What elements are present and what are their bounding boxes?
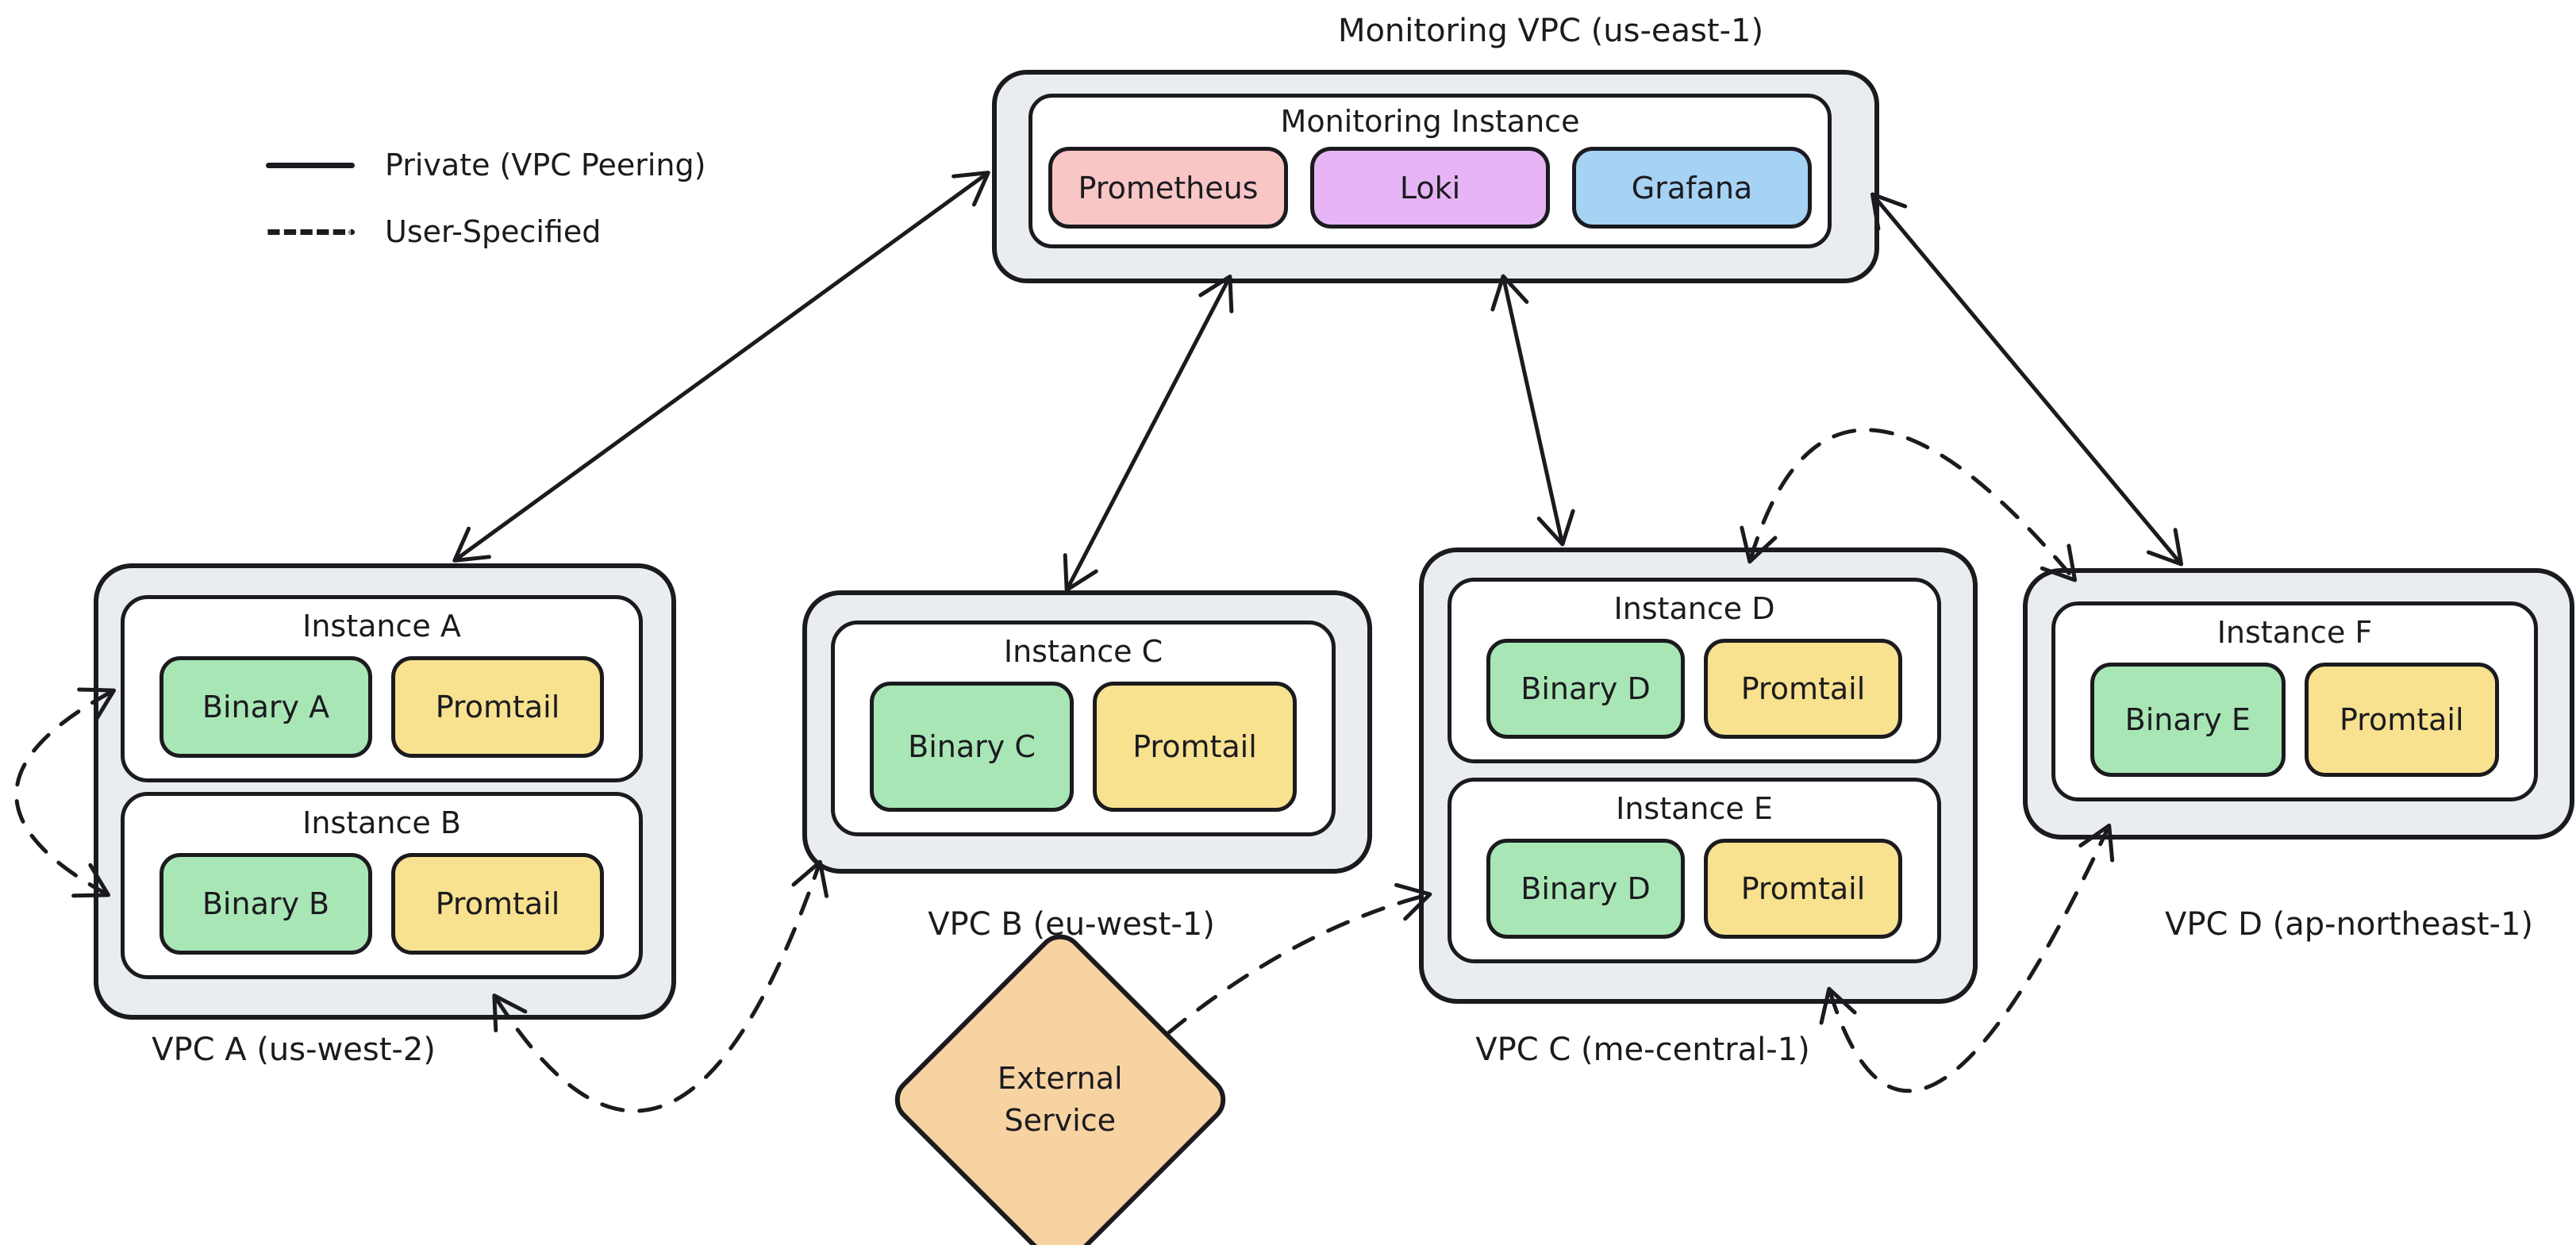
chip-binary-d: Binary D (1486, 639, 1685, 739)
chip-promtail: Promtail (1093, 682, 1297, 812)
service-chip-prometheus: Prometheus (1048, 147, 1288, 229)
instance-e-components: Binary D Promtail (1451, 826, 1937, 959)
monitoring-vpc-label: Monitoring VPC (us-east-1) (1337, 13, 1764, 49)
external-service: External Service (885, 924, 1236, 1245)
service-chip-grafana: Grafana (1572, 147, 1812, 229)
chip-binary-a: Binary A (160, 656, 372, 758)
vpc-c: Instance D Binary D Promtail Instance E … (1419, 548, 1978, 1004)
instance-f-title: Instance F (2217, 615, 2373, 650)
external-service-label: External Service (998, 1058, 1123, 1142)
instance-b-components: Binary B Promtail (125, 840, 639, 975)
legend-item-user-specified: User-Specified (266, 214, 706, 249)
chip-binary-d: Binary D (1486, 839, 1685, 939)
instance-e: Instance E Binary D Promtail (1448, 778, 1941, 963)
chip-binary-c: Binary C (870, 682, 1074, 812)
chip-binary-e: Binary E (2090, 663, 2286, 777)
monitoring-instance: Monitoring Instance Prometheus Loki Graf… (1028, 94, 1832, 248)
instance-d: Instance D Binary D Promtail (1448, 578, 1941, 763)
instance-c-components: Binary C Promtail (835, 669, 1332, 832)
instance-a-title: Instance A (302, 609, 461, 644)
vpc-d-label: VPC D (ap-northeast-1) (2164, 906, 2534, 943)
external-service-line1: External (998, 1060, 1123, 1096)
instance-a-components: Binary A Promtail (125, 644, 639, 778)
dashed-line-icon (266, 229, 355, 235)
monitoring-services-row: Prometheus Loki Grafana (1032, 139, 1828, 244)
connection-monitoring-instance-to-vpc-d (1870, 192, 2184, 567)
chip-promtail: Promtail (2304, 663, 2499, 777)
vpc-a: Instance A Binary A Promtail Instance B … (94, 563, 676, 1020)
instance-c-title: Instance C (1003, 634, 1163, 669)
legend: Private (VPC Peering) User-Specified (266, 148, 706, 249)
instance-e-title: Instance E (1616, 791, 1773, 826)
solid-line-icon (266, 162, 355, 168)
vpc-d: Instance F Binary E Promtail (2023, 568, 2574, 840)
chip-promtail: Promtail (1704, 639, 1902, 739)
external-service-line2: Service (1004, 1102, 1117, 1138)
instance-a: Instance A Binary A Promtail (121, 595, 643, 782)
vpc-c-label: VPC C (me-central-1) (1475, 1032, 1810, 1068)
service-chip-loki: Loki (1310, 147, 1550, 229)
vpc-a-label: VPC A (us-west-2) (152, 1032, 436, 1068)
legend-label-user-specified: User-Specified (385, 214, 602, 249)
instance-b-title: Instance B (302, 805, 461, 840)
chip-promtail: Promtail (391, 656, 604, 758)
monitoring-vpc: Monitoring Instance Prometheus Loki Graf… (992, 70, 1879, 283)
vpc-b: Instance C Binary C Promtail (802, 590, 1372, 874)
instance-f-components: Binary E Promtail (2055, 650, 2534, 797)
instance-d-title: Instance D (1613, 591, 1775, 626)
chip-promtail: Promtail (391, 853, 604, 955)
instance-f: Instance F Binary E Promtail (2051, 601, 2538, 801)
instance-c: Instance C Binary C Promtail (831, 621, 1336, 836)
chip-promtail: Promtail (1704, 839, 1902, 939)
instance-b: Instance B Binary B Promtail (121, 792, 643, 979)
instance-d-components: Binary D Promtail (1451, 626, 1937, 759)
chip-binary-b: Binary B (160, 853, 372, 955)
legend-label-private: Private (VPC Peering) (385, 148, 706, 183)
legend-item-private: Private (VPC Peering) (266, 148, 706, 183)
connection-monitoring-instance-to-vpc-b (1063, 274, 1234, 593)
monitoring-instance-title: Monitoring Instance (1280, 104, 1580, 139)
connection-monitoring-instance-to-vpc-c (1490, 274, 1575, 547)
